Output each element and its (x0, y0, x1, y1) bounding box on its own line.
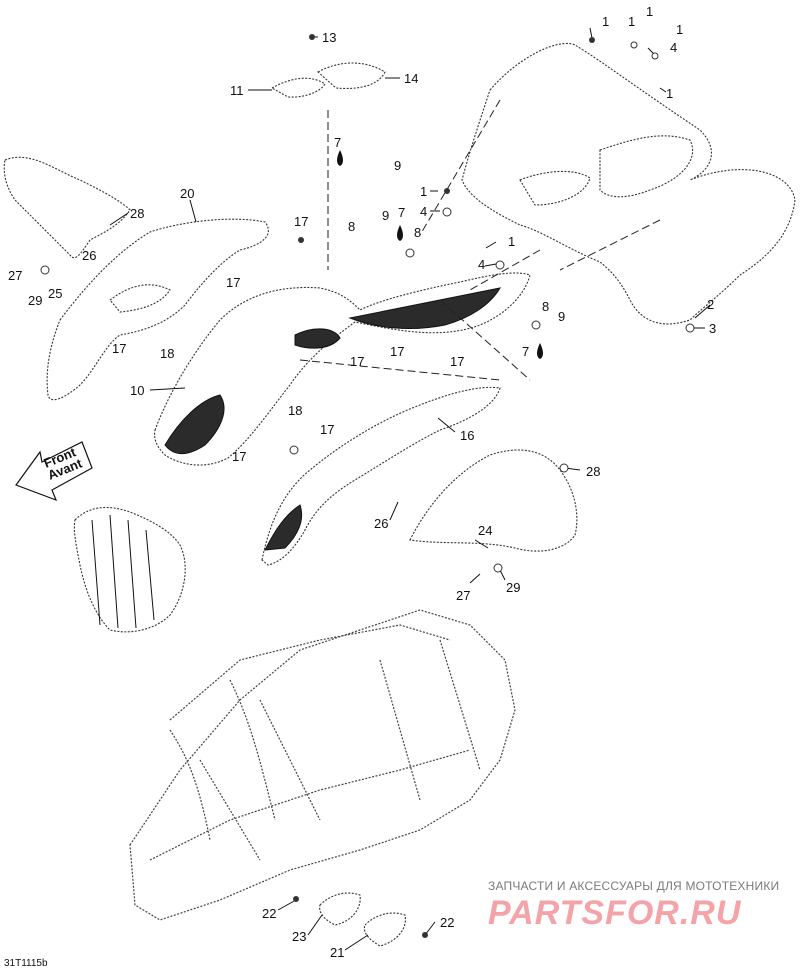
callout-7-a: 7 (334, 135, 341, 150)
callout-23: 23 (292, 929, 306, 944)
callout-18-b: 18 (288, 403, 302, 418)
leader-lines (109, 27, 711, 951)
callout-17-c: 17 (112, 341, 126, 356)
callout-1-g: 1 (666, 86, 673, 101)
callout-2: 2 (707, 297, 714, 312)
callout-14: 14 (404, 71, 418, 86)
callout-29-a: 29 (28, 293, 42, 308)
callout-1-a: 1 (420, 184, 427, 199)
watermark-logo: PARTSFOR.RU (488, 894, 742, 932)
lower-side-panel (261, 386, 501, 566)
callout-17-e: 17 (390, 344, 404, 359)
callout-17-g: 17 (320, 422, 334, 437)
callout-7-b: 7 (398, 205, 405, 220)
callout-3: 3 (709, 321, 716, 336)
callout-9-c: 9 (558, 309, 565, 324)
callout-8-b: 8 (414, 225, 421, 240)
callout-26-b: 26 (374, 516, 388, 531)
callout-9-b: 9 (382, 208, 389, 223)
callout-11: 11 (230, 83, 244, 98)
callout-8-c: 8 (542, 299, 549, 314)
callout-25: 25 (48, 286, 62, 301)
main-body-panel (154, 272, 531, 466)
callout-17-a: 17 (294, 214, 308, 229)
radiator-guard (73, 506, 186, 633)
callout-8-a: 8 (348, 219, 355, 234)
callout-1-f: 1 (676, 22, 683, 37)
callout-29-b: 29 (506, 580, 520, 595)
callout-4-b: 4 (478, 257, 485, 272)
callout-28-b: 28 (586, 464, 600, 479)
callout-17-h: 17 (232, 449, 246, 464)
bottom-brackets (319, 892, 406, 947)
callout-1-c: 1 (602, 14, 609, 29)
callout-22-a: 22 (262, 906, 276, 921)
inner-fender-right (409, 449, 578, 552)
callout-16: 16 (460, 428, 474, 443)
callout-4-a: 4 (420, 204, 427, 219)
callout-1-b: 1 (508, 234, 515, 249)
callout-labels: 13 11 14 7 9 8 9 7 8 1 4 1 4 1 1 1 1 4 1… (8, 4, 716, 960)
figure-code: 31T1115b (4, 958, 48, 969)
upper-bracket (270, 62, 386, 98)
callout-20: 20 (180, 186, 194, 201)
callout-21: 21 (330, 945, 344, 960)
front-direction-arrow: Front Avant (15, 441, 93, 502)
callout-17-b: 17 (226, 275, 240, 290)
chassis-frame (129, 609, 516, 921)
callout-27-a: 27 (8, 268, 22, 283)
callout-22-b: 22 (440, 915, 454, 930)
callout-1-e: 1 (646, 4, 653, 19)
callout-24: 24 (478, 523, 492, 538)
callout-9-a: 9 (394, 158, 401, 173)
callout-27-b: 27 (456, 588, 470, 603)
fasteners (40, 34, 695, 938)
callout-1-d: 1 (628, 14, 635, 29)
assembly-guide-lines (299, 99, 661, 381)
callout-17-d: 17 (350, 354, 364, 369)
left-fender (3, 156, 131, 259)
callout-28-a: 28 (130, 206, 144, 221)
callout-4-c: 4 (670, 40, 677, 55)
callout-10: 10 (130, 383, 144, 398)
callout-7-c: 7 (522, 344, 529, 359)
side-panel-left (46, 218, 269, 401)
callout-18-a: 18 (160, 346, 174, 361)
callout-13: 13 (322, 30, 336, 45)
callout-26-a: 26 (82, 248, 96, 263)
callout-17-f: 17 (450, 354, 464, 369)
watermark-tagline: ЗАПЧАСТИ И АКСЕССУАРЫ ДЛЯ МОТОТЕХНИКИ (488, 879, 780, 893)
rear-fender-assembly (461, 42, 796, 325)
